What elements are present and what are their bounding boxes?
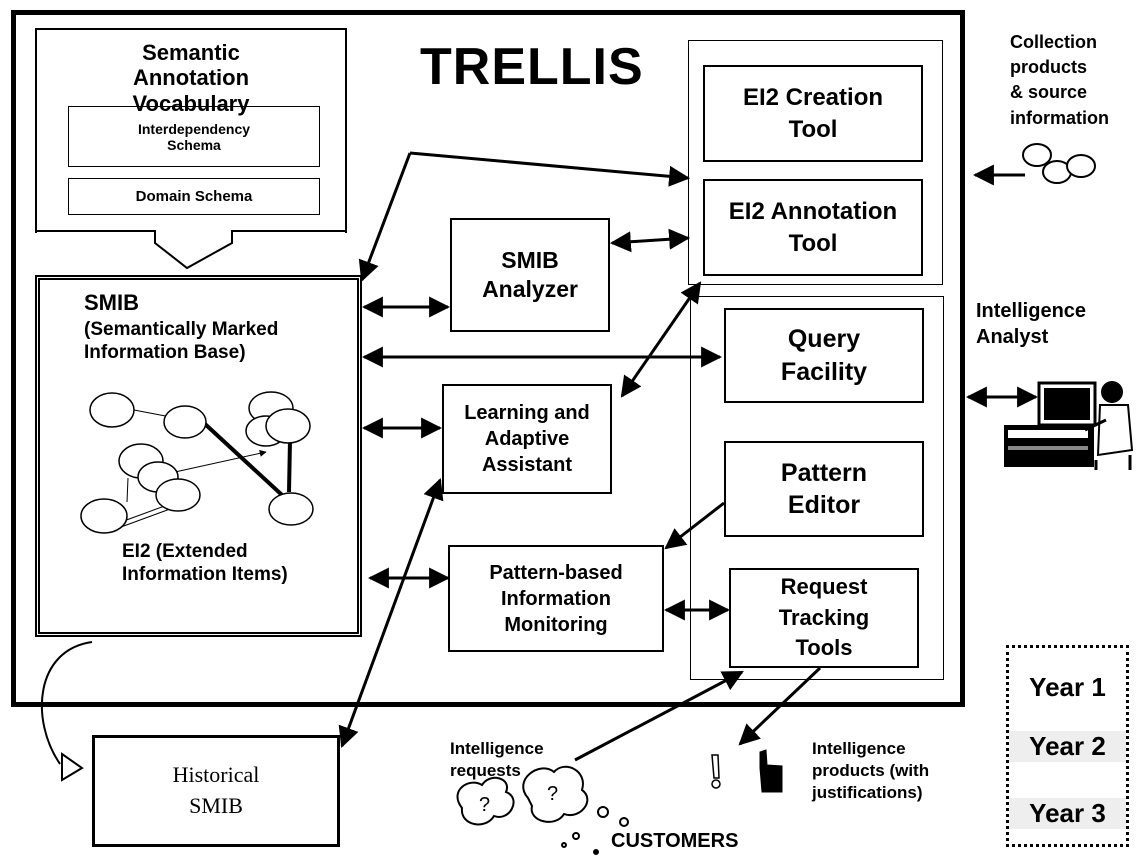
collection-line2: products <box>1010 57 1088 78</box>
legend-year-1: Year 1 <box>1029 672 1106 702</box>
smib-analyzer-line1: SMIB <box>501 247 559 274</box>
products-icons <box>711 749 783 793</box>
vocabulary-box: Semantic Annotation Vocabulary <box>35 28 347 233</box>
smib-box <box>35 275 362 637</box>
ei2-label: EI2 (Extended Information Items) <box>122 541 288 587</box>
products-line2: products (with <box>812 761 930 781</box>
annotation-tool-line2: Tool <box>788 229 838 257</box>
annotation-tool-line1: EI2 Annotation <box>728 198 898 226</box>
requests-line1: Intelligence <box>450 739 544 758</box>
collection-line1: Collection <box>1010 32 1098 52</box>
monitoring-line2: Information <box>501 587 611 610</box>
requests-line2: requests <box>450 761 521 781</box>
ei2-creation-tool-box: EI2 Creation Tool <box>703 65 923 162</box>
pattern-editor-line2: Editor <box>787 491 861 519</box>
learning-line2: Adaptive <box>484 428 570 450</box>
monitoring-line1: Pattern-based <box>489 561 623 584</box>
smib-analyzer-line2: Analyzer <box>482 276 578 302</box>
request-tracking-line1: Request <box>780 573 868 599</box>
interdependency-schema-box: Interdependency Schema <box>68 106 320 167</box>
question-mark-2: ? <box>547 783 559 805</box>
pattern-monitoring-box: Pattern-based Information Monitoring <box>448 545 664 652</box>
products-line3: justifications) <box>812 783 923 803</box>
collection-line4: information <box>1010 107 1109 128</box>
request-tracking-line3: Tools <box>795 635 853 661</box>
historical-smib-box: Historical SMIB <box>92 735 340 847</box>
pattern-editor-box: Pattern Editor <box>724 441 924 537</box>
query-line2: Facility <box>780 357 868 386</box>
smib-analyzer-box: SMIB Analyzer <box>450 218 610 332</box>
vocabulary-title-line1: Semantic <box>142 40 240 65</box>
legend-year-3: Year 3 <box>1009 798 1126 829</box>
historical-line2: SMIB <box>189 793 243 818</box>
vocabulary-title-line3: Vocabulary <box>132 90 250 116</box>
products-line1: Intelligence <box>812 739 906 758</box>
request-tracking-box: Request Tracking Tools <box>729 568 919 668</box>
vocabulary-title-line2: Annotation <box>132 65 250 91</box>
domain-schema-label: Domain Schema <box>135 188 253 205</box>
request-tracking-line2: Tracking <box>778 604 870 630</box>
domain-schema-box: Domain Schema <box>68 178 320 215</box>
pattern-editor-line1: Pattern <box>780 458 868 487</box>
year-legend: Year 1 Year 2 Year 3 <box>1006 645 1129 847</box>
ei2-annotation-tool-box: EI2 Annotation Tool <box>703 179 923 276</box>
ei2-label-line1: EI2 (Extended <box>122 541 248 562</box>
trellis-frame <box>11 10 965 707</box>
analyst-line2: Analyst <box>976 326 1049 348</box>
analyst-workstation-icon <box>1004 381 1134 470</box>
analyst-label: Intelligence Analyst <box>976 298 1086 350</box>
analyst-tools-panel <box>690 296 944 680</box>
query-facility-box: Query Facility <box>724 308 924 403</box>
customers-label: CUSTOMERS <box>611 830 739 852</box>
annotation-tools-panel <box>688 40 943 285</box>
products-label: Intelligence products (with justificatio… <box>812 738 929 804</box>
creation-tool-line2: Tool <box>788 115 838 143</box>
source-circles-icon <box>1022 143 1096 184</box>
smib-subtitle: (Semantically Marked Information Base) <box>84 319 278 365</box>
interdependency-label-line2: Schema <box>167 136 221 153</box>
legend-year-2: Year 2 <box>1009 731 1126 762</box>
query-line1: Query <box>787 325 861 353</box>
smib-subtitle-line1: (Semantically Marked <box>84 319 279 340</box>
collection-label: Collection products & source information <box>1010 30 1109 131</box>
historical-line1: Historical <box>172 762 260 788</box>
ei2-label-line2: Information Items) <box>122 563 288 585</box>
collection-line3: & source <box>1010 82 1088 103</box>
requests-label: Intelligence requests <box>450 738 544 782</box>
interdependency-label-line1: Interdependency <box>137 120 251 137</box>
learning-line3: Assistant <box>481 454 573 476</box>
creation-tool-line1: EI2 Creation <box>742 84 884 112</box>
monitoring-line3: Monitoring <box>504 613 608 636</box>
learning-assistant-box: Learning and Adaptive Assistant <box>442 384 612 494</box>
smib-subtitle-line2: Information Base) <box>84 341 246 363</box>
smib-title: SMIB <box>84 290 139 315</box>
learning-line1: Learning and <box>464 402 590 424</box>
analyst-line1: Intelligence <box>976 300 1087 322</box>
diagram-title: TRELLIS <box>420 38 644 96</box>
question-mark-1: ? <box>479 794 491 816</box>
